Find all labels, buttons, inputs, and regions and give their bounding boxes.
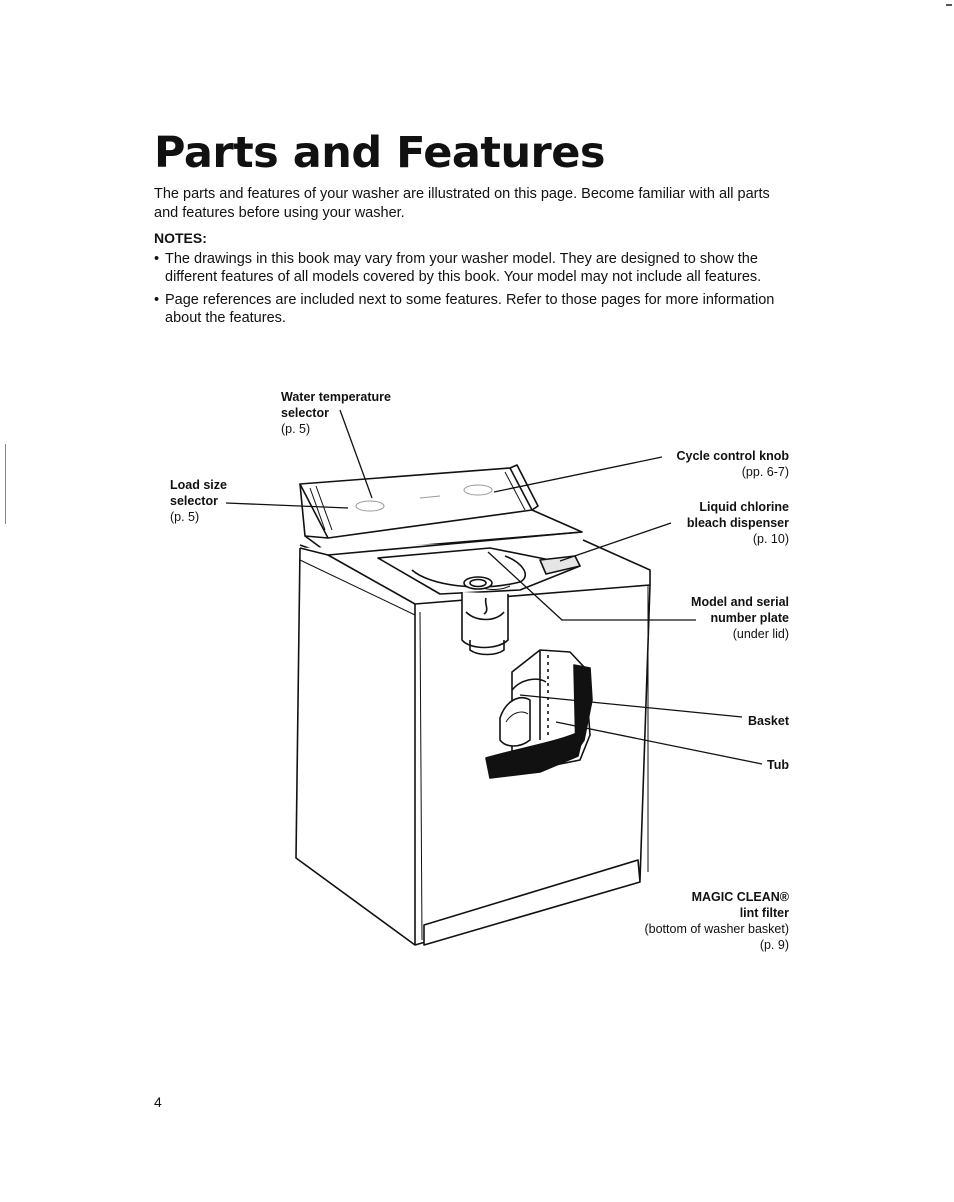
intro-paragraph: The parts and features of your washer ar…	[154, 186, 770, 221]
magic-clean-label: MAGIC CLEAN® lint filter (bottom of wash…	[644, 890, 789, 952]
water-temperature-label: Water temperature selector (p. 5)	[281, 390, 391, 436]
bleach-dispenser-label: Liquid chlorine bleach dispenser (p. 10)	[686, 500, 789, 546]
load-size-label: Load size selector (p. 5)	[170, 478, 227, 524]
basket-label: Basket	[748, 714, 789, 728]
note-item: Page references are included next to som…	[154, 291, 794, 327]
note-item: The drawings in this book may vary from …	[154, 250, 794, 286]
page-number: 4	[154, 1094, 162, 1110]
page-title: Parts and Features	[154, 128, 606, 178]
model-plate-label: Model and serial number plate (under lid…	[691, 595, 789, 641]
notes-list: The drawings in this book may vary from …	[154, 250, 794, 332]
scan-mark	[946, 4, 952, 6]
scan-mark	[5, 444, 6, 524]
cycle-control-label: Cycle control knob (pp. 6-7)	[676, 449, 789, 479]
tub-label: Tub	[767, 758, 789, 772]
notes-heading: NOTES:	[154, 230, 207, 246]
